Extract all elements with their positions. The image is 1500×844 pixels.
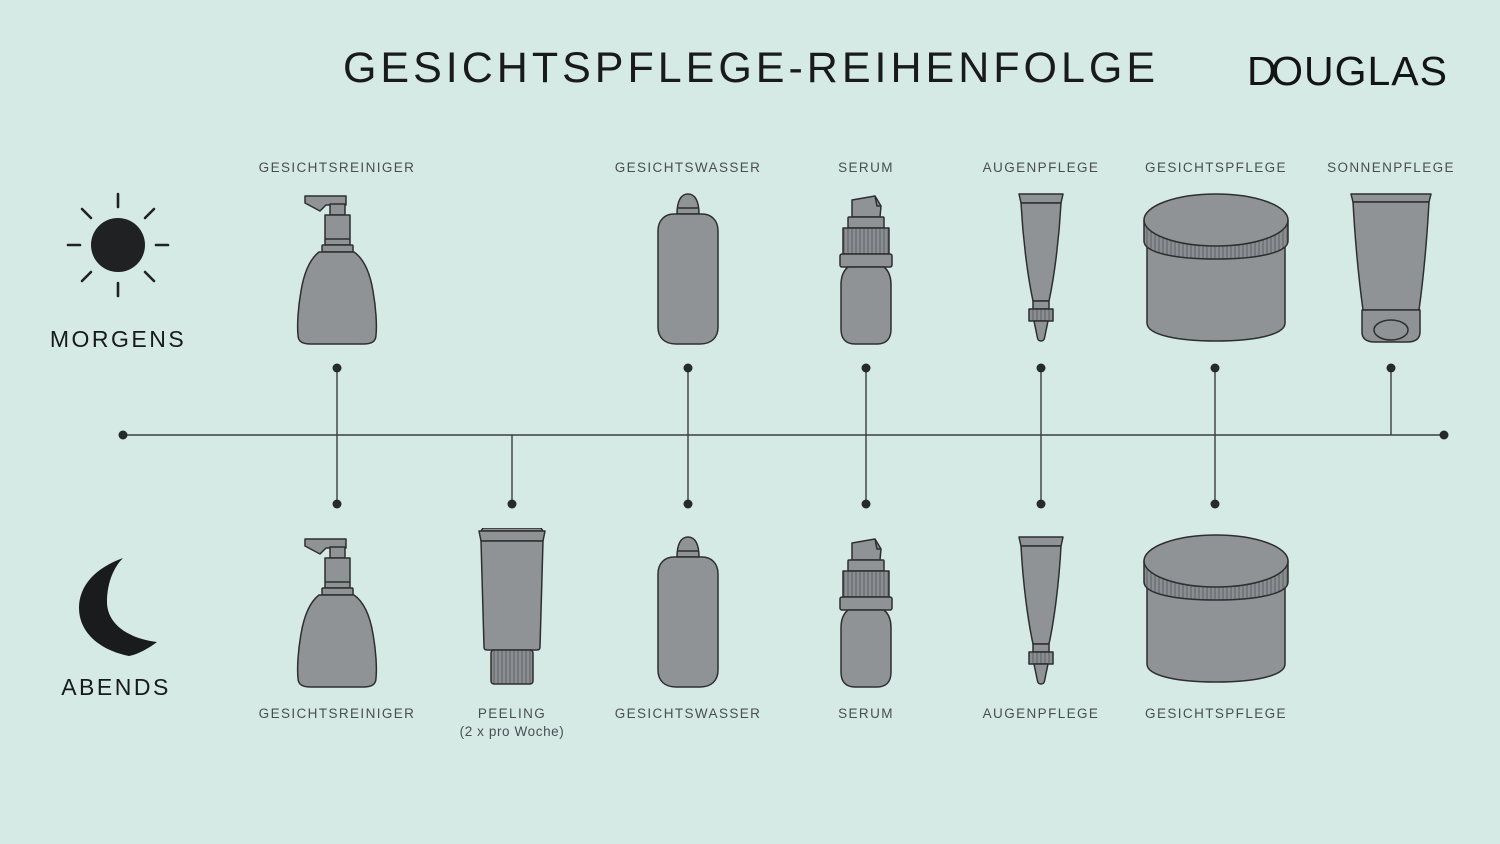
evening-step-label-gesichtswasser: GESICHTSWASSER: [614, 706, 762, 721]
logo-letter-d: D: [1247, 48, 1278, 94]
cream-jar-illustration: [1142, 193, 1290, 345]
pump-bottle-illustration: [294, 193, 380, 345]
peeling-tube-illustration: [477, 528, 547, 688]
eye-cream-tube-illustration: [1016, 536, 1066, 688]
logo-letter-o: O: [1271, 48, 1304, 94]
evening-step-sublabel-peeling: (2 x pro Woche): [459, 724, 565, 739]
sunscreen-tube-illustration: [1349, 193, 1433, 345]
morning-step-label-gesichtspflege: GESICHTSPFLEGE: [1145, 160, 1287, 175]
serum-pump-bottle-illustration: [835, 195, 897, 345]
evening-step-label-augenpflege: AUGENPFLEGE: [982, 706, 1100, 721]
eye-cream-tube-illustration: [1016, 193, 1066, 345]
page-title: GESICHTSPFLEGE-REIHENFOLGE: [342, 44, 1160, 92]
evening-step-label-peeling: PEELING: [477, 706, 547, 721]
pump-bottle-illustration: [294, 536, 380, 688]
serum-pump-bottle-illustration: [835, 538, 897, 688]
evening-step-label-gesichtsreiniger: GESICHTSREINIGER: [258, 706, 416, 721]
sun-icon: [66, 192, 170, 298]
morning-step-label-gesichtswasser: GESICHTSWASSER: [614, 160, 762, 175]
evening-label: ABENDS: [61, 674, 171, 700]
moon-icon: [79, 558, 157, 656]
toner-bottle-illustration: [654, 536, 722, 688]
logo-letters-rest: UGLAS: [1304, 48, 1448, 94]
cream-jar-illustration: [1142, 534, 1290, 686]
douglas-logo: DOUGLAS: [1247, 48, 1448, 95]
evening-step-label-gesichtspflege: GESICHTSPFLEGE: [1145, 706, 1287, 721]
morning-step-label-sonnenpflege: SONNENPFLEGE: [1327, 160, 1455, 175]
morning-step-label-serum: SERUM: [838, 160, 894, 175]
morning-step-label-augenpflege: AUGENPFLEGE: [982, 160, 1100, 175]
evening-step-label-serum: SERUM: [838, 706, 894, 721]
toner-bottle-illustration: [654, 193, 722, 345]
morning-step-label-gesichtsreiniger: GESICHTSREINIGER: [258, 160, 416, 175]
morning-label: MORGENS: [49, 326, 187, 352]
